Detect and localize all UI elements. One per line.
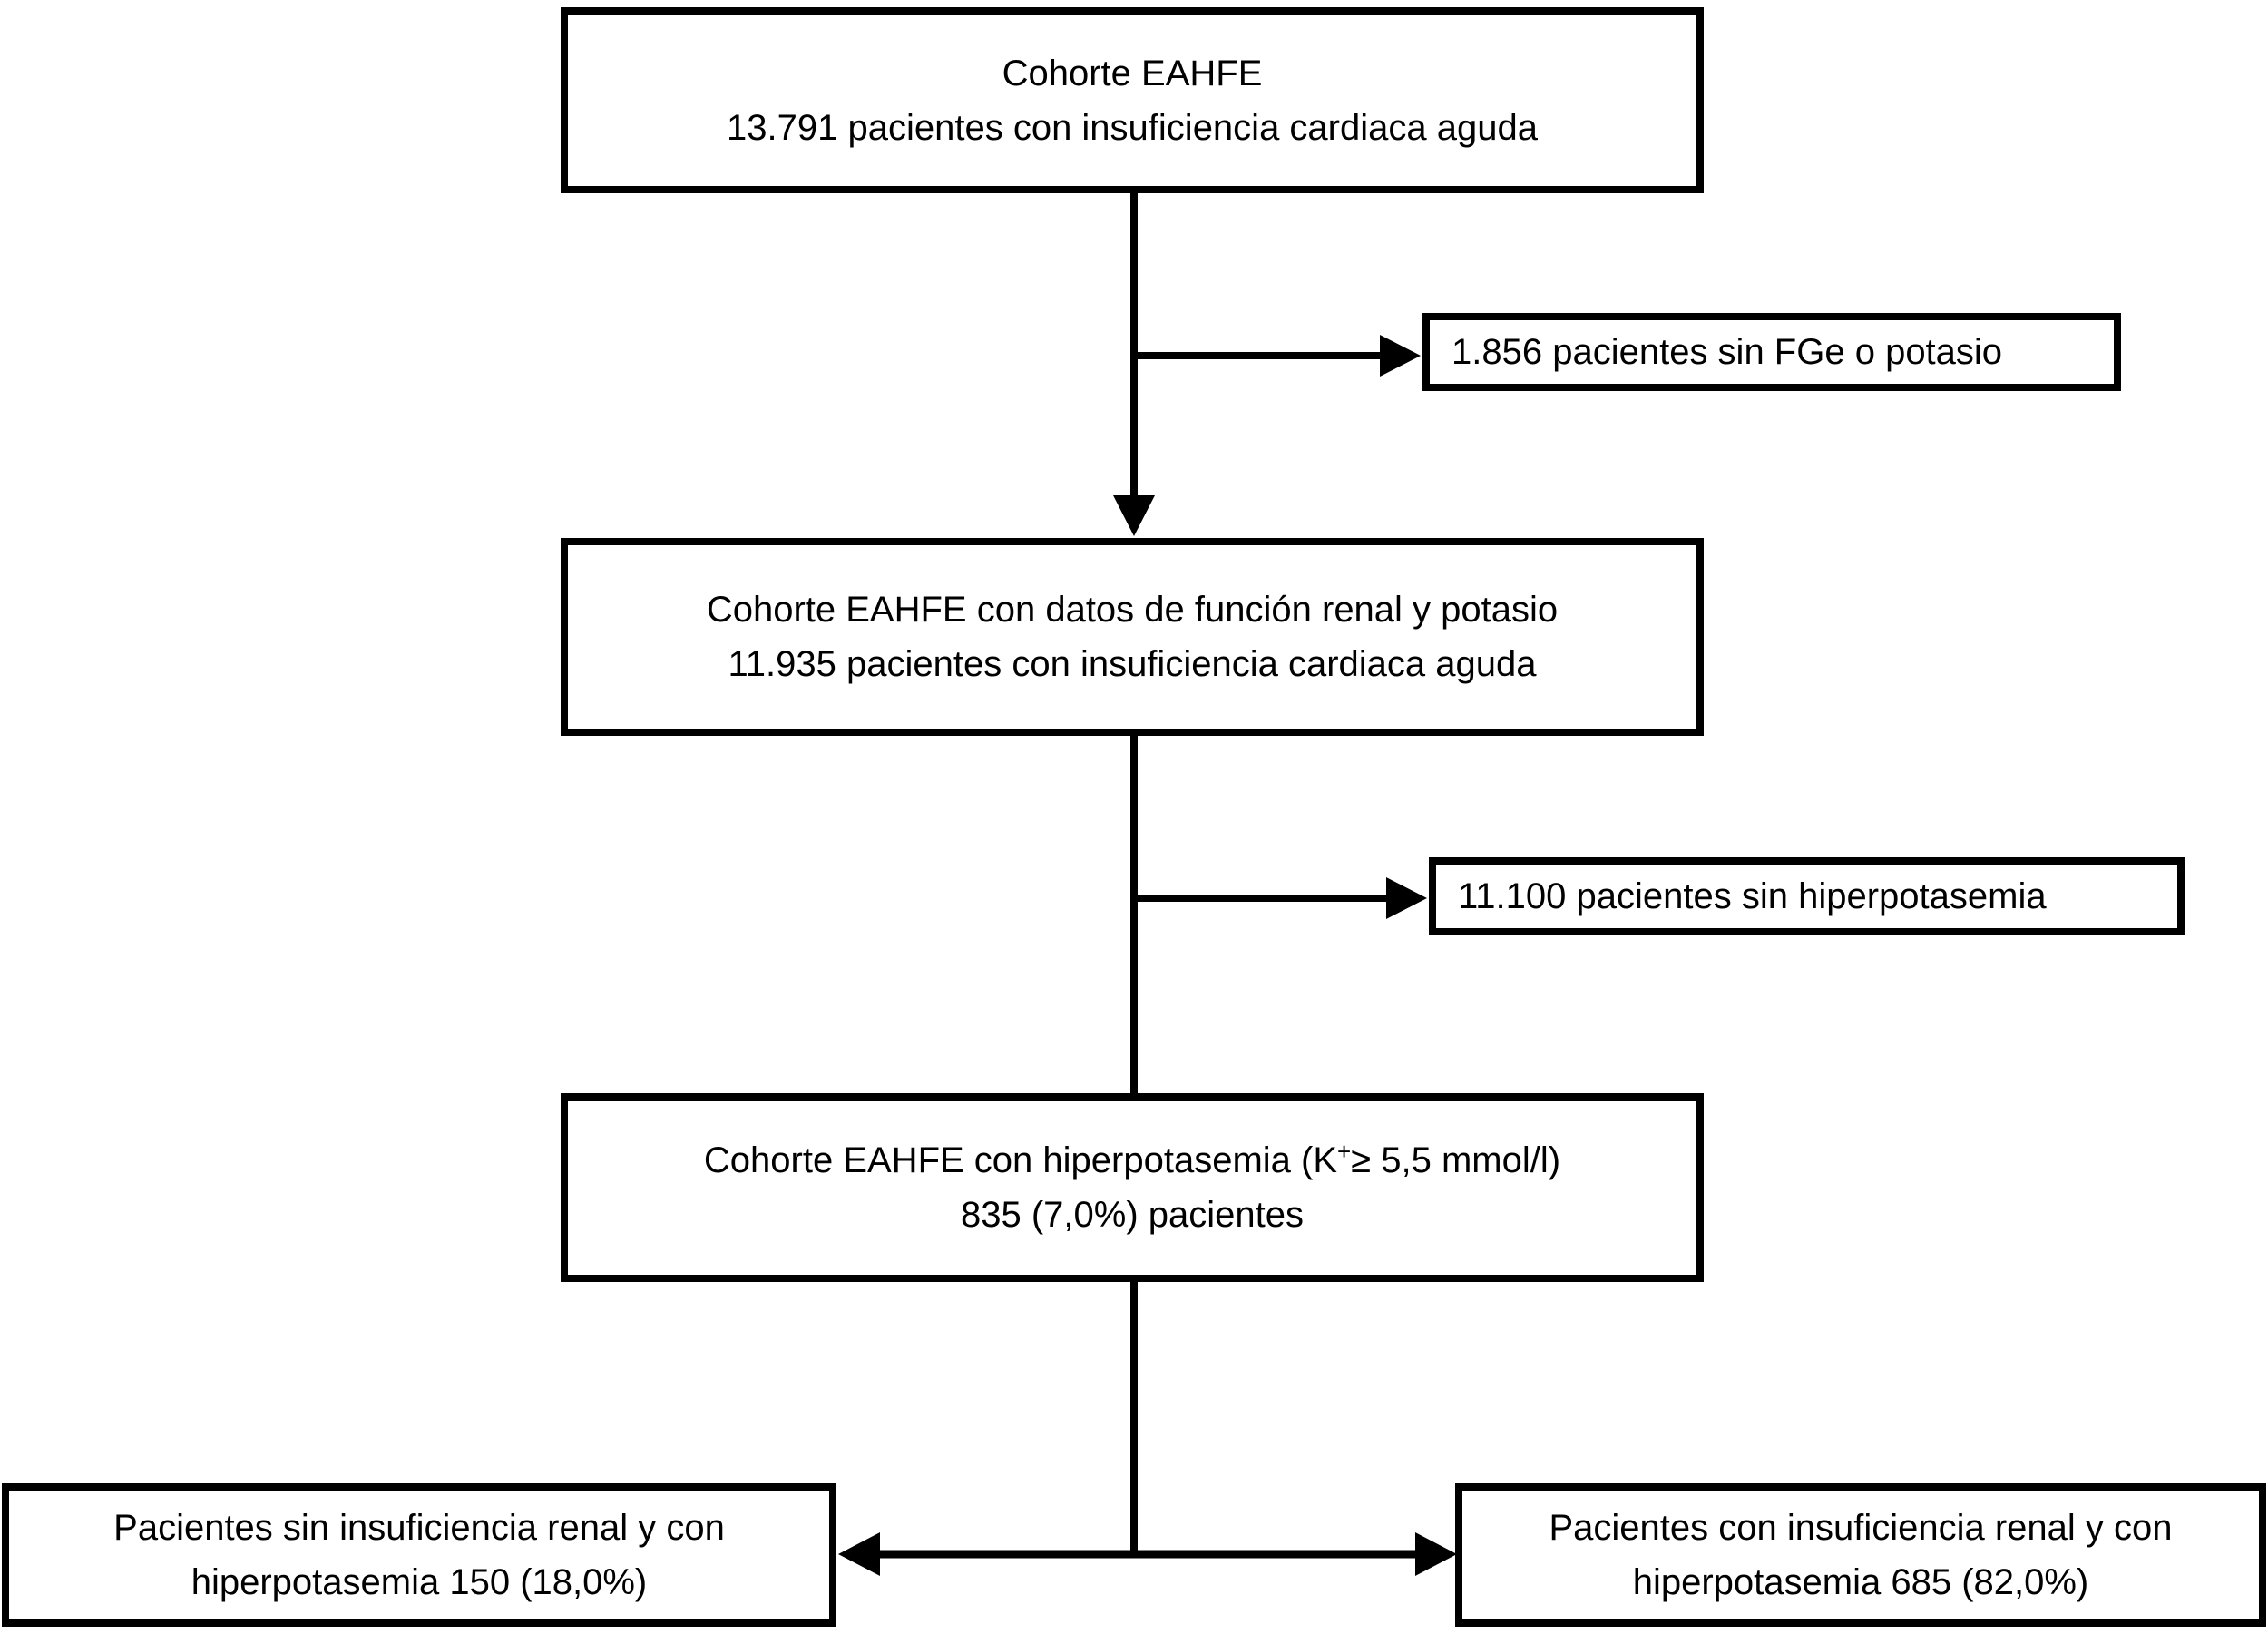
box-cohorte-hiperpotasemia: Cohorte EAHFE con hiperpotasemia (K+≥ 5,… xyxy=(561,1093,1704,1282)
box-title: Cohorte EAHFE con hiperpotasemia (K+≥ 5,… xyxy=(704,1133,1560,1188)
arrow-branch-exclusion-2 xyxy=(1134,877,1427,919)
arrow-split-horizontal xyxy=(838,1532,1457,1576)
box-count: 13.791 pacientes con insuficiencia cardi… xyxy=(727,107,1538,148)
box-text-line2: hiperpotasemia 150 (18,0%) xyxy=(191,1562,648,1602)
box-excluidos-sin-fge: 1.856 pacientes sin FGe o potasio xyxy=(1422,313,2121,391)
potassium-superscript: + xyxy=(1337,1138,1352,1165)
title-prefix: Cohorte EAHFE con hiperpotasemia (K xyxy=(703,1140,1338,1180)
box-cohorte-funcion-renal: Cohorte EAHFE con datos de función renal… xyxy=(561,538,1704,736)
box-excluidos-sin-hiperpotasemia: 11.100 pacientes sin hiperpotasemia xyxy=(1429,857,2185,935)
title-suffix: ≥ 5,5 mmol/l) xyxy=(1351,1140,1561,1180)
exclusion-text: 11.100 pacientes sin hiperpotasemia xyxy=(1458,876,2047,916)
box-text-line2: hiperpotasemia 685 (82,0%) xyxy=(1632,1562,2089,1602)
box-text-line1: Pacientes sin insuficiencia renal y con xyxy=(113,1508,725,1548)
box-count: 835 (7,0%) pacientes xyxy=(960,1195,1304,1235)
box-title: Cohorte EAHFE xyxy=(1002,53,1263,93)
box-con-insuficiencia-renal: Pacientes con insuficiencia renal y con … xyxy=(1455,1483,2266,1627)
arrow-down-1 xyxy=(1113,191,1155,536)
box-count: 11.935 pacientes con insuficiencia cardi… xyxy=(728,644,1537,684)
arrow-branch-exclusion-1 xyxy=(1134,335,1421,377)
box-text-line1: Pacientes con insuficiencia renal y con xyxy=(1549,1508,2173,1548)
exclusion-text: 1.856 pacientes sin FGe o potasio xyxy=(1452,332,2003,372)
box-cohorte-eahfe-total: Cohorte EAHFE 13.791 pacientes con insuf… xyxy=(561,7,1704,193)
box-sin-insuficiencia-renal: Pacientes sin insuficiencia renal y con … xyxy=(2,1483,836,1627)
box-title: Cohorte EAHFE con datos de función renal… xyxy=(706,590,1559,630)
